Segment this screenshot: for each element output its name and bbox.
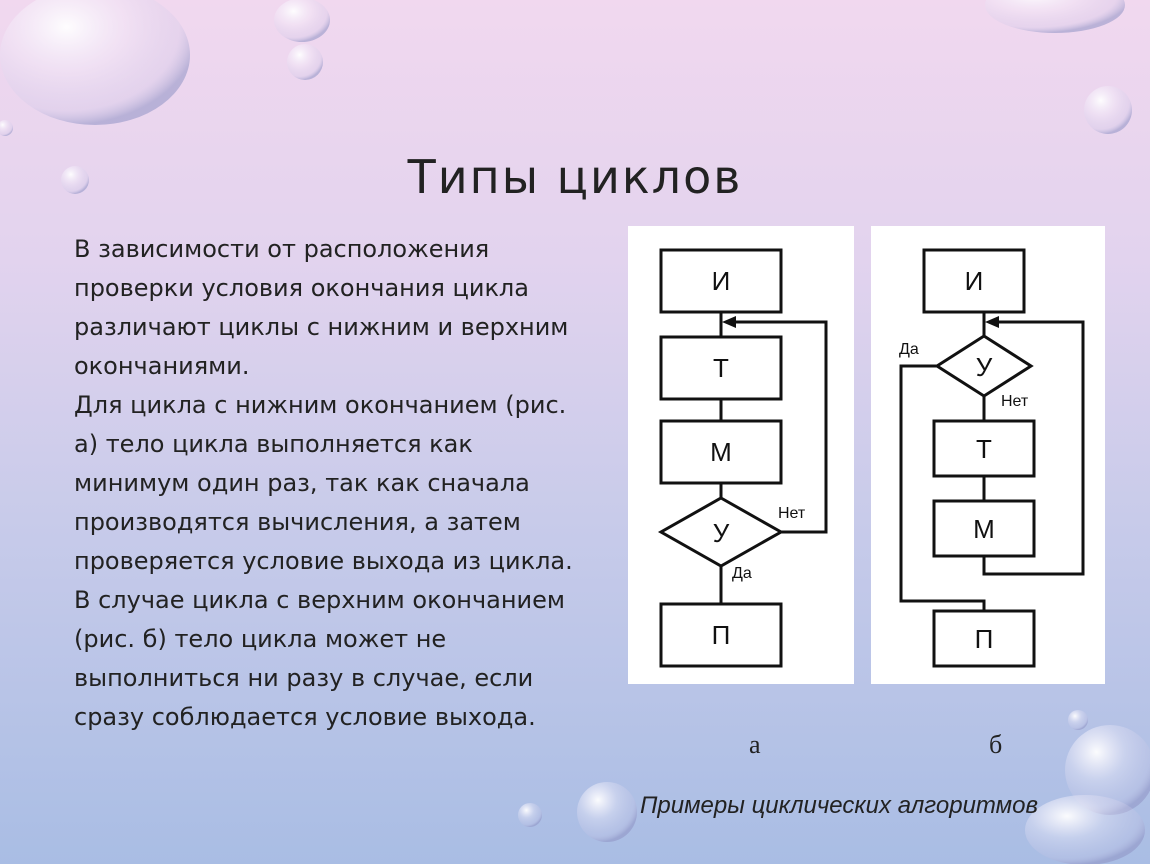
flowchart-b-body-label: Т	[976, 434, 992, 464]
bubble	[0, 0, 190, 125]
flowchart-b-start-box	[922, 248, 1026, 314]
bubble	[577, 782, 637, 842]
flowchart-a-loop-back	[734, 320, 828, 534]
flowchart-b-modify-label: М	[973, 514, 995, 544]
flowchart-a-condition-label: У	[713, 518, 730, 548]
bubble	[287, 44, 323, 80]
flowchart-b-panel: И У Т М П Да Нет	[871, 226, 1105, 684]
flowchart-a-panel: И Т М У П Нет Да	[628, 226, 854, 684]
slide-title: Типы циклов	[407, 150, 743, 204]
bubble	[1068, 710, 1088, 730]
slide-body-text: В зависимости от расположения проверки у…	[74, 230, 594, 737]
flowchart-a-start-label: И	[712, 266, 731, 296]
flowchart-a: И Т М У П Нет Да	[657, 248, 828, 668]
flowchart-a-arrowhead	[722, 316, 736, 328]
figure-label-a: а	[749, 730, 761, 759]
flowchart-b-exit-box	[932, 609, 1036, 668]
flowchart-a-exit-box	[659, 602, 783, 668]
paragraph-intro: В зависимости от расположения проверки у…	[74, 235, 569, 380]
figure-caption: Примеры циклических алгоритмов	[640, 792, 1038, 819]
paragraph-bottom-loop: Для цикла с нижним окончанием (рис. а) т…	[74, 391, 573, 575]
flowchart-a-yes-label: Да	[732, 565, 752, 582]
bubble	[0, 120, 13, 136]
flowchart-b-no-label: Нет	[1001, 393, 1029, 410]
bubble	[274, 0, 330, 42]
flowchart-b: И У Т М П Да Нет	[899, 248, 1085, 668]
paragraph-top-loop: В случае цикла с верхним окончанием (рис…	[74, 586, 566, 731]
bubble	[985, 0, 1125, 33]
bubble	[1084, 86, 1132, 134]
bubble	[1025, 795, 1145, 864]
flowchart-b-exit-label: П	[975, 624, 994, 654]
flowchart-a-no-label: Нет	[778, 505, 806, 522]
flowchart-a-body-label: Т	[713, 353, 729, 383]
flowchart-b-exit-path	[899, 364, 986, 611]
flowchart-b-arrowhead	[985, 316, 999, 328]
flowchart-b-start-label: И	[965, 266, 984, 296]
flowchart-a-modify-label: М	[710, 437, 732, 467]
figure-label-b: б	[989, 730, 1003, 759]
bubble	[518, 803, 542, 827]
bubble	[1065, 725, 1150, 815]
flowchart-a-exit-label: П	[712, 620, 731, 650]
flowchart-b-yes-label: Да	[899, 341, 919, 358]
flowchart-b-condition-label: У	[976, 352, 993, 382]
bubble	[61, 166, 89, 194]
flowchart-b-loop-back	[982, 320, 1085, 576]
